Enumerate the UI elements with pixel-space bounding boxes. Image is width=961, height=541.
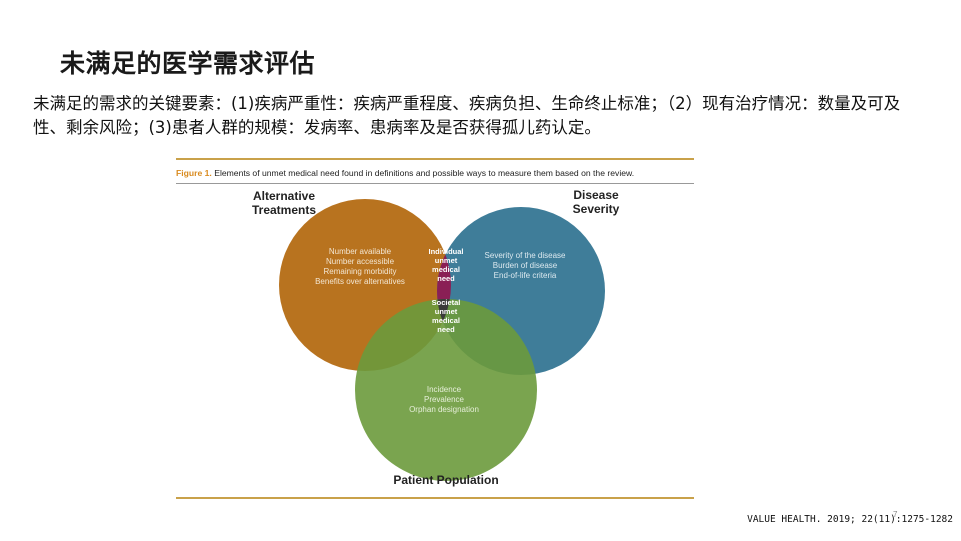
patient-population-circle — [355, 299, 537, 481]
pop-item: Incidence — [427, 385, 462, 394]
alt-item: Remaining morbidity — [324, 267, 397, 276]
sev-item: Severity of the disease — [485, 251, 566, 260]
disease-severity-title-1: Disease — [573, 188, 619, 202]
individual-need-label: Individual — [428, 247, 463, 256]
individual-need-label: unmet — [435, 256, 458, 265]
venn-figure: Figure 1. Elements of unmet medical need… — [176, 158, 694, 500]
alt-item: Number accessible — [326, 257, 395, 266]
figure-top-rule — [176, 158, 694, 160]
figure-caption: Figure 1. Elements of unmet medical need… — [176, 168, 634, 178]
pop-item: Orphan designation — [409, 405, 479, 414]
page-number: 7 — [893, 510, 898, 519]
disease-severity-title-2: Severity — [573, 202, 620, 216]
figure-caption-text: Elements of unmet medical need found in … — [214, 168, 635, 178]
citation: VALUE HEALTH. 2019; 22(11):1275-1282 — [747, 514, 953, 525]
sev-item: Burden of disease — [493, 261, 558, 270]
slide-title: 未满足的医学需求评估 — [60, 49, 316, 78]
slide-description: 未满足的需求的关键要素：(1)疾病严重性：疾病严重程度、疾病负担、生命终止标准；… — [33, 94, 901, 137]
figure-caption-rule — [176, 183, 694, 184]
societal-need-label: Societal — [432, 298, 461, 307]
sev-item: End-of-life criteria — [494, 271, 557, 280]
patient-population-title: Patient Population — [393, 473, 498, 487]
alt-item: Number available — [329, 247, 392, 256]
figure-bottom-rule — [176, 497, 694, 499]
individual-need-label: medical — [432, 265, 460, 274]
alternative-treatments-title-1: Alternative — [253, 189, 315, 203]
societal-need-label: unmet — [435, 307, 458, 316]
figure-caption-label: Figure 1. — [176, 168, 212, 178]
alt-item: Benefits over alternatives — [315, 277, 405, 286]
venn-diagram: Alternative Treatments Disease Severity … — [252, 188, 620, 487]
societal-need-label: need — [437, 325, 455, 334]
individual-need-label: need — [437, 274, 455, 283]
societal-need-label: medical — [432, 316, 460, 325]
alternative-treatments-title-2: Treatments — [252, 203, 316, 217]
pop-item: Prevalence — [424, 395, 465, 404]
